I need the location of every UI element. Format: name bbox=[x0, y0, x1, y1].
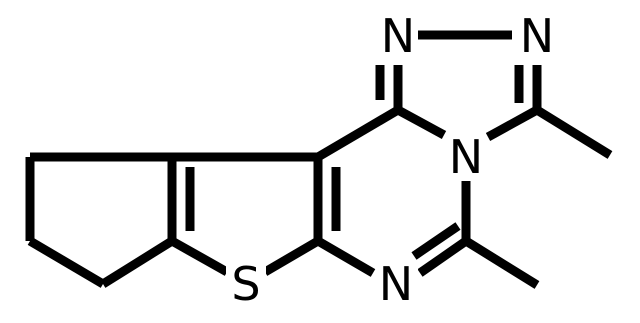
bond-n4-c9 bbox=[417, 237, 469, 277]
bond-c3-s bbox=[169, 237, 230, 276]
atom-n2-label: N bbox=[517, 9, 557, 63]
bond-n3-c8 bbox=[395, 106, 447, 139]
atom-n3-text: N bbox=[449, 130, 483, 184]
bond-c4-c3 bbox=[100, 237, 175, 288]
bond-c5-c4 bbox=[27, 237, 106, 288]
atom-n1-label: N bbox=[378, 9, 418, 63]
bond-c6-c8 bbox=[315, 106, 401, 161]
atom-n4-text: N bbox=[379, 257, 413, 311]
bond-c7-n4 bbox=[315, 237, 376, 277]
bond-c10-n3 bbox=[485, 106, 540, 141]
atom-s-label: S bbox=[226, 257, 266, 311]
bond-n4-c9-double bbox=[411, 222, 461, 260]
bond-c9-methyl bbox=[463, 237, 540, 289]
atom-n3-label: N bbox=[446, 130, 486, 184]
atom-n4-label: N bbox=[376, 257, 418, 311]
bond-c10-methyl bbox=[534, 106, 613, 159]
atom-s-text: S bbox=[231, 257, 260, 311]
atom-n2-text: N bbox=[520, 9, 554, 63]
atom-n1-text: N bbox=[381, 9, 415, 63]
bond-s-c7 bbox=[262, 237, 321, 276]
